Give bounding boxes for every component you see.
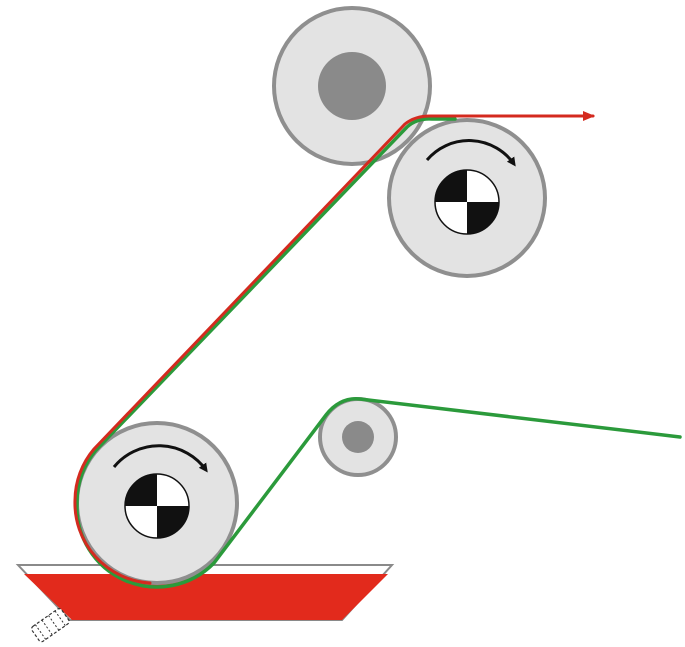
rotation-marker-icon (434, 169, 500, 235)
rotation-arrow-icon (112, 444, 208, 473)
rotation-arrow-icon (425, 139, 516, 167)
nip-roller-core (318, 52, 386, 120)
applicator-roller (75, 421, 239, 585)
rotation-marker-icon (124, 473, 190, 539)
coated-web-path (73, 111, 595, 585)
trough-liquid (24, 574, 388, 620)
nip-roller (272, 6, 432, 166)
coating-trough (15, 564, 395, 621)
guide-roller-core (342, 421, 374, 453)
drain-valve-icon (31, 608, 70, 643)
drive-roller-top (387, 118, 547, 278)
